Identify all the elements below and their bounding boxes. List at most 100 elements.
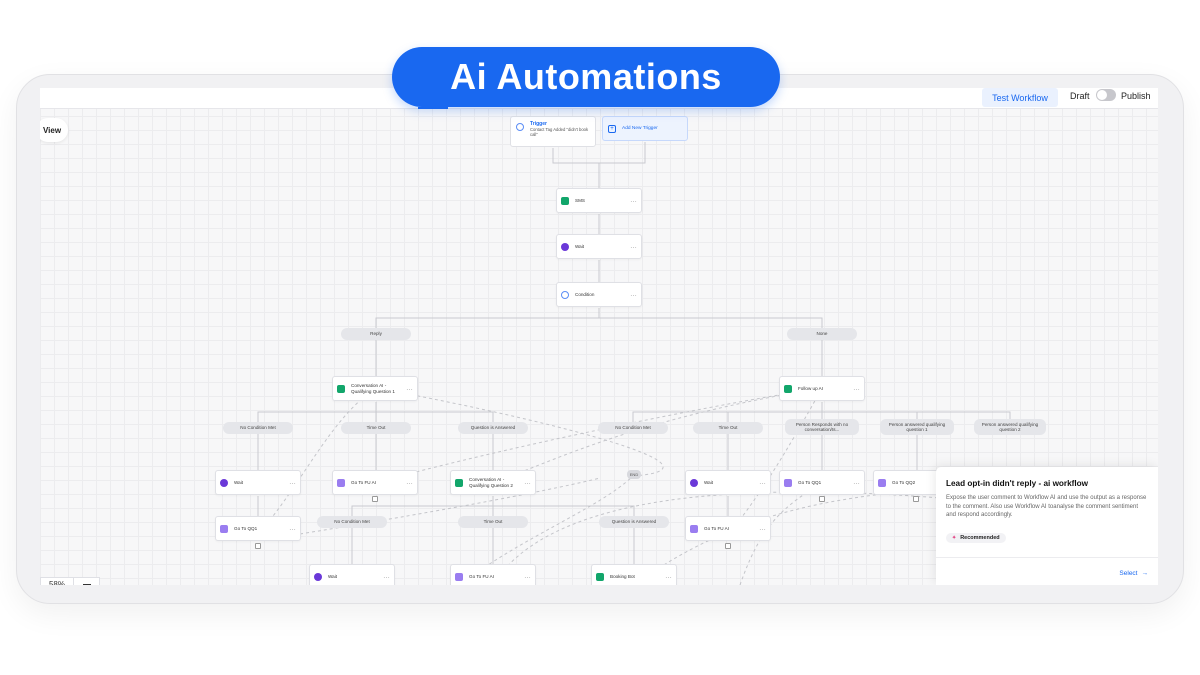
panel-divider bbox=[936, 557, 1158, 558]
wait-node[interactable]: Wait … bbox=[685, 470, 771, 495]
node-menu-icon[interactable]: … bbox=[406, 479, 413, 486]
node-menu-icon[interactable]: … bbox=[853, 385, 860, 392]
jump-icon bbox=[255, 543, 261, 549]
node-menu-icon[interactable]: … bbox=[630, 197, 637, 204]
goto-icon bbox=[690, 524, 698, 533]
booking-bot-node[interactable]: Booking Bot … bbox=[591, 564, 677, 585]
active-tab-indicator bbox=[418, 107, 448, 109]
node-menu-icon[interactable]: … bbox=[759, 525, 766, 532]
publish-toggle[interactable] bbox=[1096, 89, 1116, 101]
goto-icon bbox=[220, 524, 228, 533]
branch-person-answered-q2[interactable]: Person answered qualifying question 2 bbox=[974, 419, 1046, 435]
connection-wires bbox=[257, 142, 1011, 585]
clock-icon bbox=[314, 572, 322, 581]
node-label: Booking Bot bbox=[610, 573, 635, 579]
zoom-control: 58% bbox=[40, 577, 102, 585]
add-trigger-button[interactable]: + Add New Trigger bbox=[602, 116, 688, 141]
jump-icon bbox=[819, 496, 825, 502]
arrow-right-icon: → bbox=[1141, 570, 1149, 577]
branch-person-answered-q1[interactable]: Person answered qualifying question 1 bbox=[880, 419, 954, 435]
tag-icon bbox=[516, 123, 524, 131]
title-pill: Ai Automations bbox=[392, 47, 780, 107]
conversation-ai-q1-node[interactable]: Conversation AI - Qualifying Question 1 … bbox=[332, 376, 418, 401]
select-button[interactable]: Select → bbox=[1119, 570, 1148, 577]
jump-icon bbox=[725, 543, 731, 549]
branch-no-condition-met[interactable]: No Condition Met bbox=[223, 422, 293, 434]
clock-icon bbox=[690, 478, 698, 487]
goto-icon bbox=[784, 478, 792, 487]
panel-description: Expose the user comment to Workflow AI a… bbox=[946, 495, 1147, 519]
bot-icon bbox=[337, 384, 345, 393]
go-to-node[interactable]: Go To FU AI … bbox=[685, 516, 771, 541]
node-menu-icon[interactable]: … bbox=[524, 479, 531, 486]
node-label: Wait bbox=[704, 479, 714, 485]
node-menu-icon[interactable]: … bbox=[665, 573, 672, 580]
zoom-level: 58% bbox=[40, 577, 74, 585]
branch-time-out[interactable]: Time Out bbox=[693, 422, 763, 434]
recommended-badge: Recommended bbox=[946, 533, 1006, 544]
go-to-node[interactable]: Go To FU AI … bbox=[450, 564, 536, 585]
wait-node[interactable]: Wait … bbox=[309, 564, 395, 585]
conversation-ai-q2-node[interactable]: Conversation AI - Qualifying Question 2 … bbox=[450, 470, 536, 495]
trigger-node[interactable]: Trigger Contact Tag Added "didn't book c… bbox=[510, 116, 596, 147]
wait-node[interactable]: Wait … bbox=[556, 234, 642, 259]
node-menu-icon[interactable]: … bbox=[853, 479, 860, 486]
test-workflow-button[interactable]: Test Workflow bbox=[982, 88, 1058, 107]
node-label: Go To QQ1 bbox=[234, 525, 258, 531]
branch-no-condition-met[interactable]: No Condition Met bbox=[598, 422, 668, 434]
node-menu-icon[interactable]: … bbox=[630, 243, 637, 250]
clock-icon bbox=[220, 478, 228, 487]
panel-title: Lead opt-in didn't reply - ai workflow bbox=[946, 479, 1089, 488]
node-menu-icon[interactable]: … bbox=[289, 479, 296, 486]
go-to-node[interactable]: Go To QQ1 … bbox=[215, 516, 301, 541]
node-label: SMS bbox=[575, 197, 585, 203]
node-menu-icon[interactable]: … bbox=[630, 291, 637, 298]
plus-icon: + bbox=[608, 124, 616, 133]
workflow-info-panel: Lead opt-in didn't reply - ai workflow E… bbox=[936, 467, 1158, 585]
go-to-node[interactable]: Go To FU AI … bbox=[332, 470, 418, 495]
jump-icon bbox=[913, 496, 919, 502]
bot-icon bbox=[784, 384, 792, 393]
node-menu-icon[interactable]: … bbox=[289, 525, 296, 532]
branch-none[interactable]: None bbox=[787, 328, 857, 340]
node-label: Go To QQ2 bbox=[892, 479, 916, 485]
branch-no-condition-met[interactable]: No Condition Met bbox=[317, 516, 387, 528]
branch-time-out[interactable]: Time Out bbox=[341, 422, 411, 434]
node-label: Go To FU AI bbox=[469, 573, 494, 579]
node-label: Go To FU AI bbox=[704, 525, 729, 531]
bot-icon bbox=[455, 478, 463, 487]
go-to-node[interactable]: Go To QQ1 … bbox=[779, 470, 865, 495]
goto-icon bbox=[455, 572, 463, 581]
condition-node[interactable]: Condition … bbox=[556, 282, 642, 307]
node-menu-icon[interactable]: … bbox=[383, 573, 390, 580]
zoom-out-button[interactable] bbox=[74, 577, 100, 585]
wait-node[interactable]: Wait … bbox=[215, 470, 301, 495]
node-menu-icon[interactable]: … bbox=[524, 573, 531, 580]
node-menu-icon[interactable]: … bbox=[406, 385, 413, 392]
add-trigger-label: Add New Trigger bbox=[622, 126, 658, 131]
branch-reply[interactable]: Reply bbox=[341, 328, 411, 340]
publish-label: Publish bbox=[1121, 91, 1151, 101]
follow-up-ai-node[interactable]: Follow up AI … bbox=[779, 376, 865, 401]
trigger-subtitle: Contact Tag Added "didn't book call" bbox=[530, 127, 589, 138]
node-label: Condition bbox=[575, 291, 595, 297]
branch-question-answered[interactable]: Question is Answered bbox=[458, 422, 528, 434]
bot-icon bbox=[596, 572, 604, 581]
branch-time-out[interactable]: Time Out bbox=[458, 516, 528, 528]
jump-icon bbox=[372, 496, 378, 502]
draft-label: Draft bbox=[1070, 91, 1090, 101]
node-label: Conversation AI - Qualifying Question 2 bbox=[469, 477, 513, 488]
end-marker: END bbox=[627, 470, 641, 479]
condition-icon bbox=[561, 290, 569, 299]
node-label: Follow up AI bbox=[798, 385, 824, 391]
page-title: Ai Automations bbox=[450, 56, 722, 97]
node-label: Conversation AI - Qualifying Question 1 bbox=[351, 383, 395, 394]
view-button[interactable]: View bbox=[40, 118, 68, 142]
node-label: Wait bbox=[234, 479, 244, 485]
sms-node[interactable]: SMS … bbox=[556, 188, 642, 213]
goto-icon bbox=[878, 478, 886, 487]
branch-person-responds[interactable]: Person Responds with no conversation/ts.… bbox=[785, 419, 859, 435]
branch-question-answered[interactable]: Question is Answered bbox=[599, 516, 669, 528]
node-menu-icon[interactable]: … bbox=[759, 479, 766, 486]
